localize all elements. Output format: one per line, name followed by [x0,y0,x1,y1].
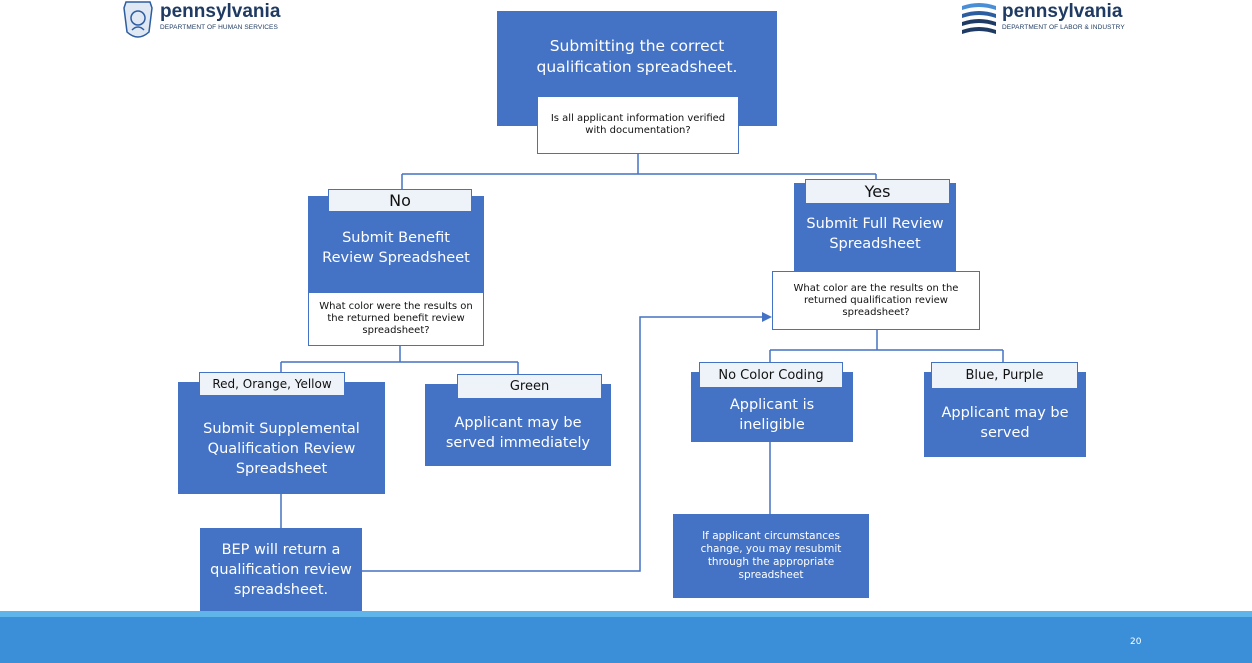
dhs-logo-name: pennsylvania [160,1,281,22]
dli-logo-name: pennsylvania [1002,1,1123,22]
dhs-logo-subtitle: DEPARTMENT OF HUMAN SERVICES [160,24,278,31]
keystone-seal-icon [122,0,154,40]
dli-logo: pennsylvania DEPARTMENT OF LABOR & INDUS… [960,0,1160,42]
no-color-label: No Color Coding [718,367,824,383]
resubmit-note-box: If applicant circumstances change, you m… [673,514,869,598]
blue-purple-label-box: Blue, Purple [931,362,1078,389]
no-branch-box: Submit Benefit Review Spreadsheet [308,196,484,300]
red-orange-yellow-label: Red, Orange, Yellow [212,377,332,391]
bep-return-text: BEP will return a qualification review s… [210,541,352,598]
no-branch-title: Submit Benefit Review Spreadsheet [322,230,470,266]
supplemental-text: Submit Supplemental Qualification Review… [203,421,360,477]
yes-label-box: Yes [805,179,950,204]
resubmit-note-text: If applicant circumstances change, you m… [700,530,842,581]
root-question: Is all applicant information verified wi… [550,113,726,136]
yes-question-box: What color are the results on the return… [772,271,980,330]
yes-branch-title: Submit Full Review Spreadsheet [806,216,944,252]
yes-question: What color are the results on the return… [793,282,959,318]
red-orange-yellow-label-box: Red, Orange, Yellow [199,372,345,396]
blue-purple-label: Blue, Purple [965,368,1044,383]
dli-logo-subtitle: DEPARTMENT OF LABOR & INDUSTRY [1002,24,1125,31]
green-outcome-text: Applicant may be served immediately [445,415,591,451]
no-label: No [389,191,411,210]
footer-accent-stripe [0,611,1252,617]
green-label-box: Green [457,374,602,399]
no-question: What color were the results on the retur… [319,301,473,336]
no-color-label-box: No Color Coding [699,362,843,388]
no-question-box: What color were the results on the retur… [308,292,484,346]
page-number: 20 [1130,637,1142,647]
supplemental-box: Submit Supplemental Qualification Review… [178,382,385,494]
no-label-box: No [328,189,472,212]
footer-bar [0,611,1252,663]
green-label: Green [509,379,550,394]
arrow-head-icon [762,312,772,322]
root-question-box: Is all applicant information verified wi… [537,96,739,154]
ineligible-text: Applicant is ineligible [729,397,815,433]
dhs-logo: pennsylvania DEPARTMENT OF HUMAN SERVICE… [122,0,302,42]
root-title: Submitting the correct qualification spr… [536,36,738,76]
blue-purple-outcome-text: Applicant may be served [941,404,1069,441]
bep-return-box: BEP will return a qualification review s… [200,528,362,611]
yes-label: Yes [864,182,891,201]
keystone-flag-icon [960,0,998,38]
bep-to-yes-question-arrow [362,316,764,572]
